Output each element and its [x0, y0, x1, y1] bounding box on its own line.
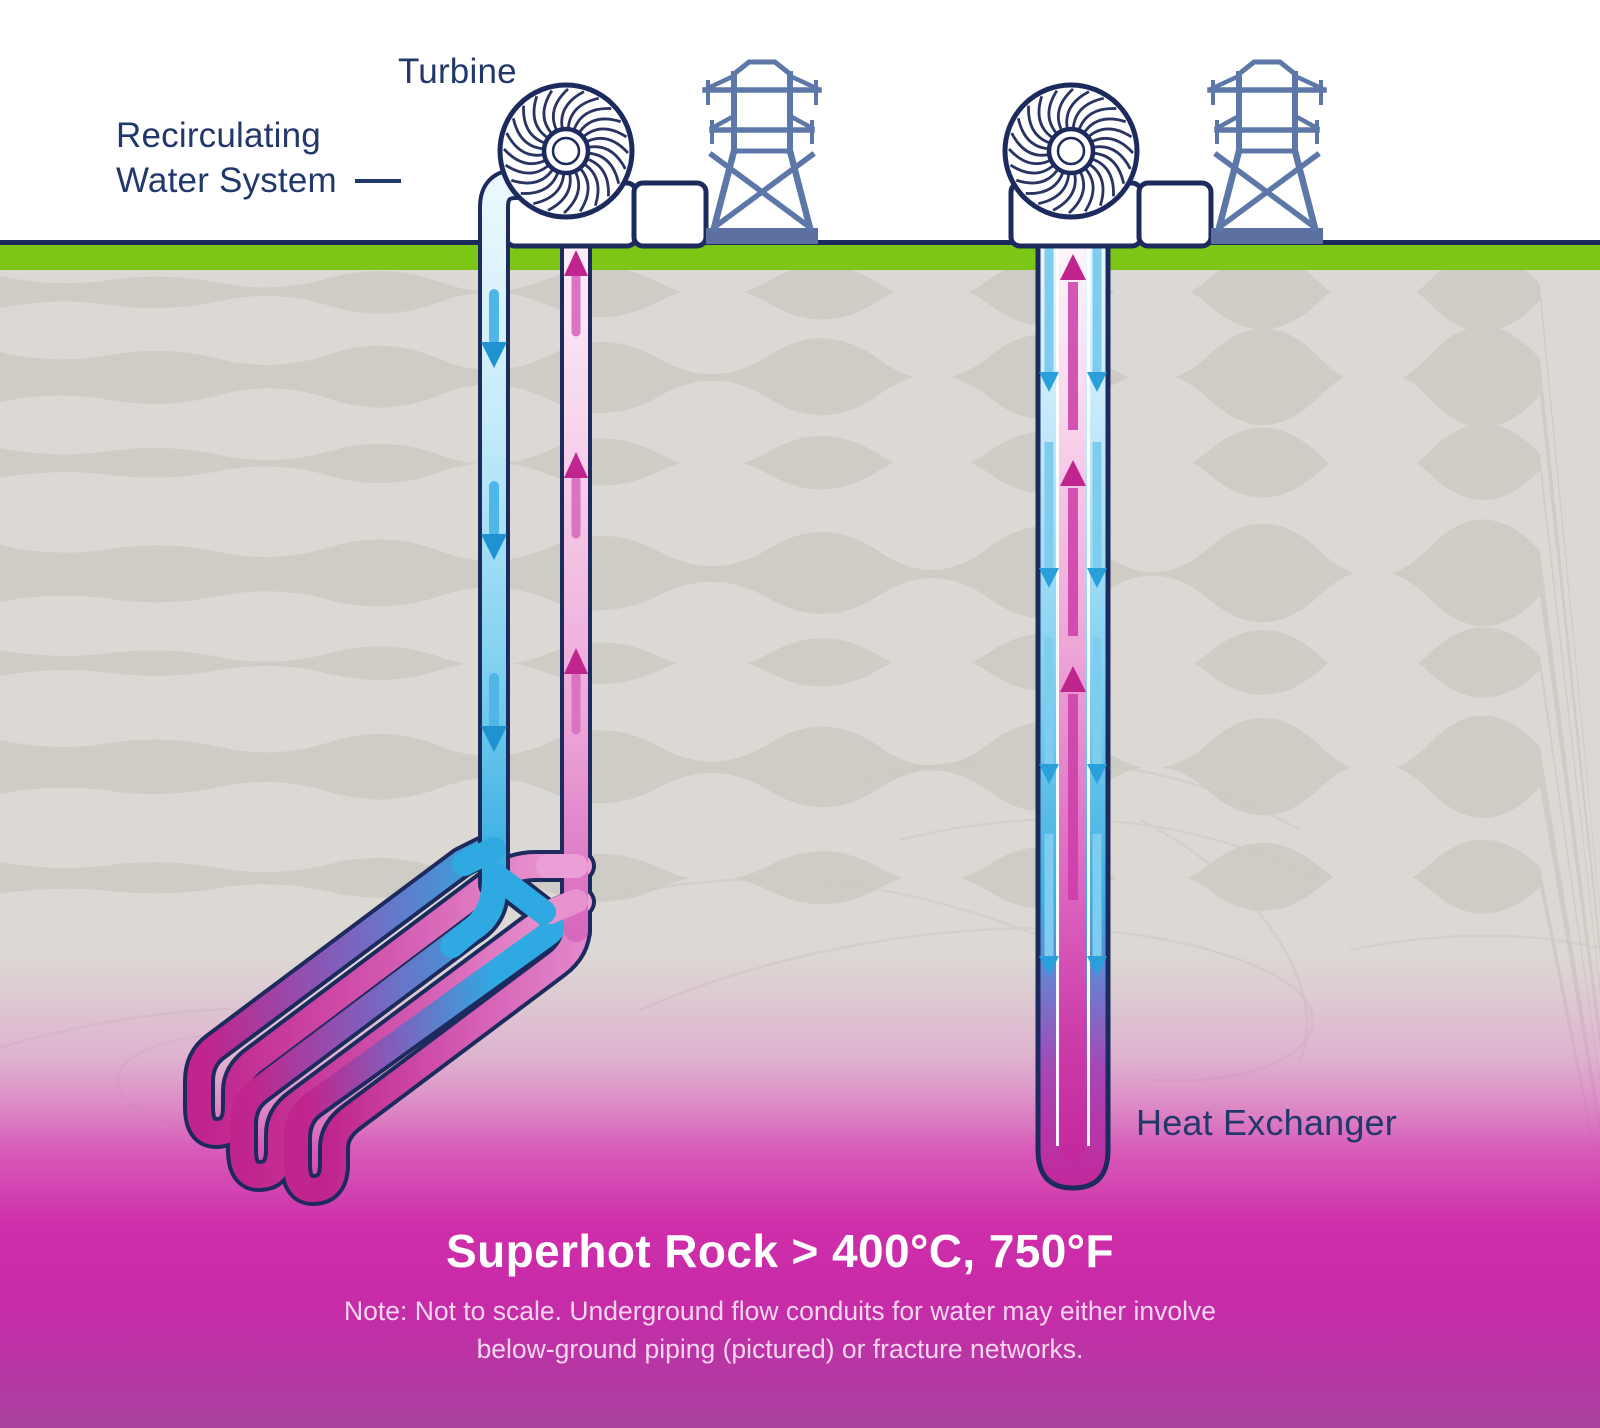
heat-exchanger-borehole	[1035, 239, 1111, 1191]
scale-note-line2: below-ground piping (pictured) or fractu…	[476, 1334, 1084, 1365]
ground-green-strip	[0, 245, 1600, 270]
up-arrow-icon	[1060, 254, 1086, 900]
superhot-rock-headline: Superhot Rock > 400°C, 750°F	[446, 1225, 1114, 1277]
down-arrow-icon	[481, 289, 507, 752]
down-arrow-icon	[1039, 248, 1107, 976]
scale-note-line1: Note: Not to scale. Underground flow con…	[344, 1296, 1216, 1326]
turbine-label: Turbine	[398, 52, 517, 91]
label-connector-line	[354, 178, 401, 183]
scale-note: Note: Not to scale. Underground flow con…	[250, 1292, 1310, 1369]
heat-exchanger-label: Heat Exchanger	[1136, 1102, 1397, 1143]
transmission-tower-icon	[705, 62, 1324, 244]
up-arrow-icon	[564, 250, 588, 735]
recirculating-loop	[183, 225, 596, 1206]
recirculating-label-line2: Water System	[116, 159, 401, 204]
recirculating-water-system-label: Recirculating Water System	[116, 114, 401, 204]
recirculating-label-line1: Recirculating	[116, 116, 321, 155]
